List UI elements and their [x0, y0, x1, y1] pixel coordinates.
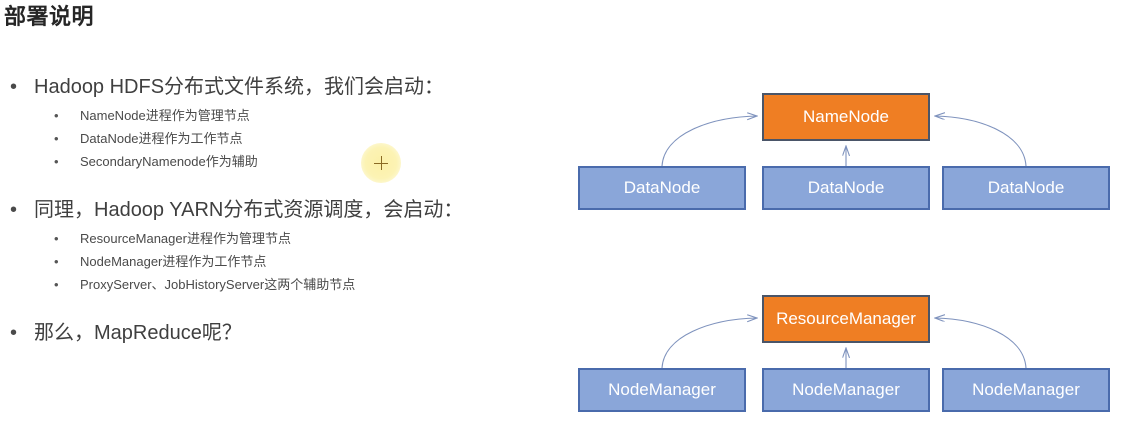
sub-bullet-list-yarn: • ResourceManager进程作为管理节点 • NodeManager进… [0, 227, 560, 296]
click-highlight-cursor-icon [361, 143, 401, 183]
yarn-arrows [661, 272, 1027, 369]
bullet-group-mapreduce: • 那么，MapReduce呢？ [0, 318, 560, 348]
bullet-glyph: • [54, 231, 59, 246]
sub-bullet-text: ResourceManager进程作为管理节点 [80, 231, 291, 246]
arrow-worker1-to-master [661, 116, 757, 167]
sub-bullet-text: SecondaryNamenode作为辅助 [80, 154, 258, 169]
sub-bullet-text: ProxyServer、JobHistoryServer这两个辅助节点 [80, 277, 356, 292]
bullet-glyph: • [54, 277, 59, 292]
bullet-content: • Hadoop HDFS分布式文件系统，我们会启动： • NameNode进程… [0, 72, 560, 350]
bullet-heading-mapreduce: • 那么，MapReduce呢？ [0, 318, 560, 348]
sub-bullet-item: • DataNode进程作为工作节点 [0, 127, 560, 150]
node-datanode-1[interactable]: DataNode [578, 166, 746, 210]
sub-bullet-text: NodeManager进程作为工作节点 [80, 254, 267, 269]
node-nodemanager-2[interactable]: NodeManager [762, 368, 930, 412]
node-label: DataNode [623, 178, 701, 197]
node-label: ResourceManager [776, 309, 916, 328]
bullet-heading-text: 同理，Hadoop YARN分布式资源调度，会启动： [34, 199, 464, 221]
bullet-heading-text: 那么，MapReduce呢？ [34, 322, 242, 344]
diagram-yarn-architecture: ResourceManager NodeManager NodeManager … [560, 272, 1128, 427]
bullet-glyph: • [54, 108, 59, 123]
node-label: DataNode [987, 178, 1065, 197]
node-label: DataNode [807, 178, 885, 197]
node-nodemanager-1[interactable]: NodeManager [578, 368, 746, 412]
diagram-hdfs-architecture: NameNode DataNode DataNode DataNode [560, 70, 1128, 225]
node-label: NodeManager [792, 380, 900, 399]
sub-bullet-text: NameNode进程作为管理节点 [80, 108, 250, 123]
node-label: NodeManager [608, 380, 716, 399]
bullet-heading-hdfs: • Hadoop HDFS分布式文件系统，我们会启动： [0, 72, 560, 102]
node-namenode[interactable]: NameNode [762, 93, 930, 141]
page-title: 部署说明 [4, 4, 95, 29]
bullet-group-yarn: • 同理，Hadoop YARN分布式资源调度，会启动： • ResourceM… [0, 195, 560, 296]
sub-bullet-item: • ProxyServer、JobHistoryServer这两个辅助节点 [0, 273, 560, 296]
node-datanode-2[interactable]: DataNode [762, 166, 930, 210]
bullet-glyph: • [10, 76, 18, 98]
crosshair-vertical [380, 156, 382, 170]
node-label: NameNode [803, 107, 889, 126]
bullet-glyph: • [54, 254, 59, 269]
sub-bullet-item: • NameNode进程作为管理节点 [0, 104, 560, 127]
node-label: NodeManager [972, 380, 1080, 399]
spacer [0, 183, 560, 195]
sub-bullet-item: • NodeManager进程作为工作节点 [0, 250, 560, 273]
sub-bullet-item: • ResourceManager进程作为管理节点 [0, 227, 560, 250]
spacer [0, 306, 560, 318]
arrow-worker3-to-master [935, 318, 1027, 369]
sub-bullet-list-hdfs: • NameNode进程作为管理节点 • DataNode进程作为工作节点 • … [0, 104, 560, 173]
bullet-heading-yarn: • 同理，Hadoop YARN分布式资源调度，会启动： [0, 195, 560, 225]
bullet-glyph: • [10, 322, 18, 344]
bullet-glyph: • [54, 131, 59, 146]
hdfs-arrows [661, 70, 1027, 167]
bullet-group-hdfs: • Hadoop HDFS分布式文件系统，我们会启动： • NameNode进程… [0, 72, 560, 173]
node-nodemanager-3[interactable]: NodeManager [942, 368, 1110, 412]
node-datanode-3[interactable]: DataNode [942, 166, 1110, 210]
arrow-worker3-to-master [935, 116, 1027, 167]
node-resourcemanager[interactable]: ResourceManager [762, 295, 930, 343]
arrow-worker1-to-master [661, 318, 757, 369]
bullet-glyph: • [10, 199, 18, 221]
sub-bullet-text: DataNode进程作为工作节点 [80, 131, 243, 146]
sub-bullet-item: • SecondaryNamenode作为辅助 [0, 150, 560, 173]
bullet-heading-text: Hadoop HDFS分布式文件系统，我们会启动： [34, 76, 445, 98]
bullet-glyph: • [54, 154, 59, 169]
